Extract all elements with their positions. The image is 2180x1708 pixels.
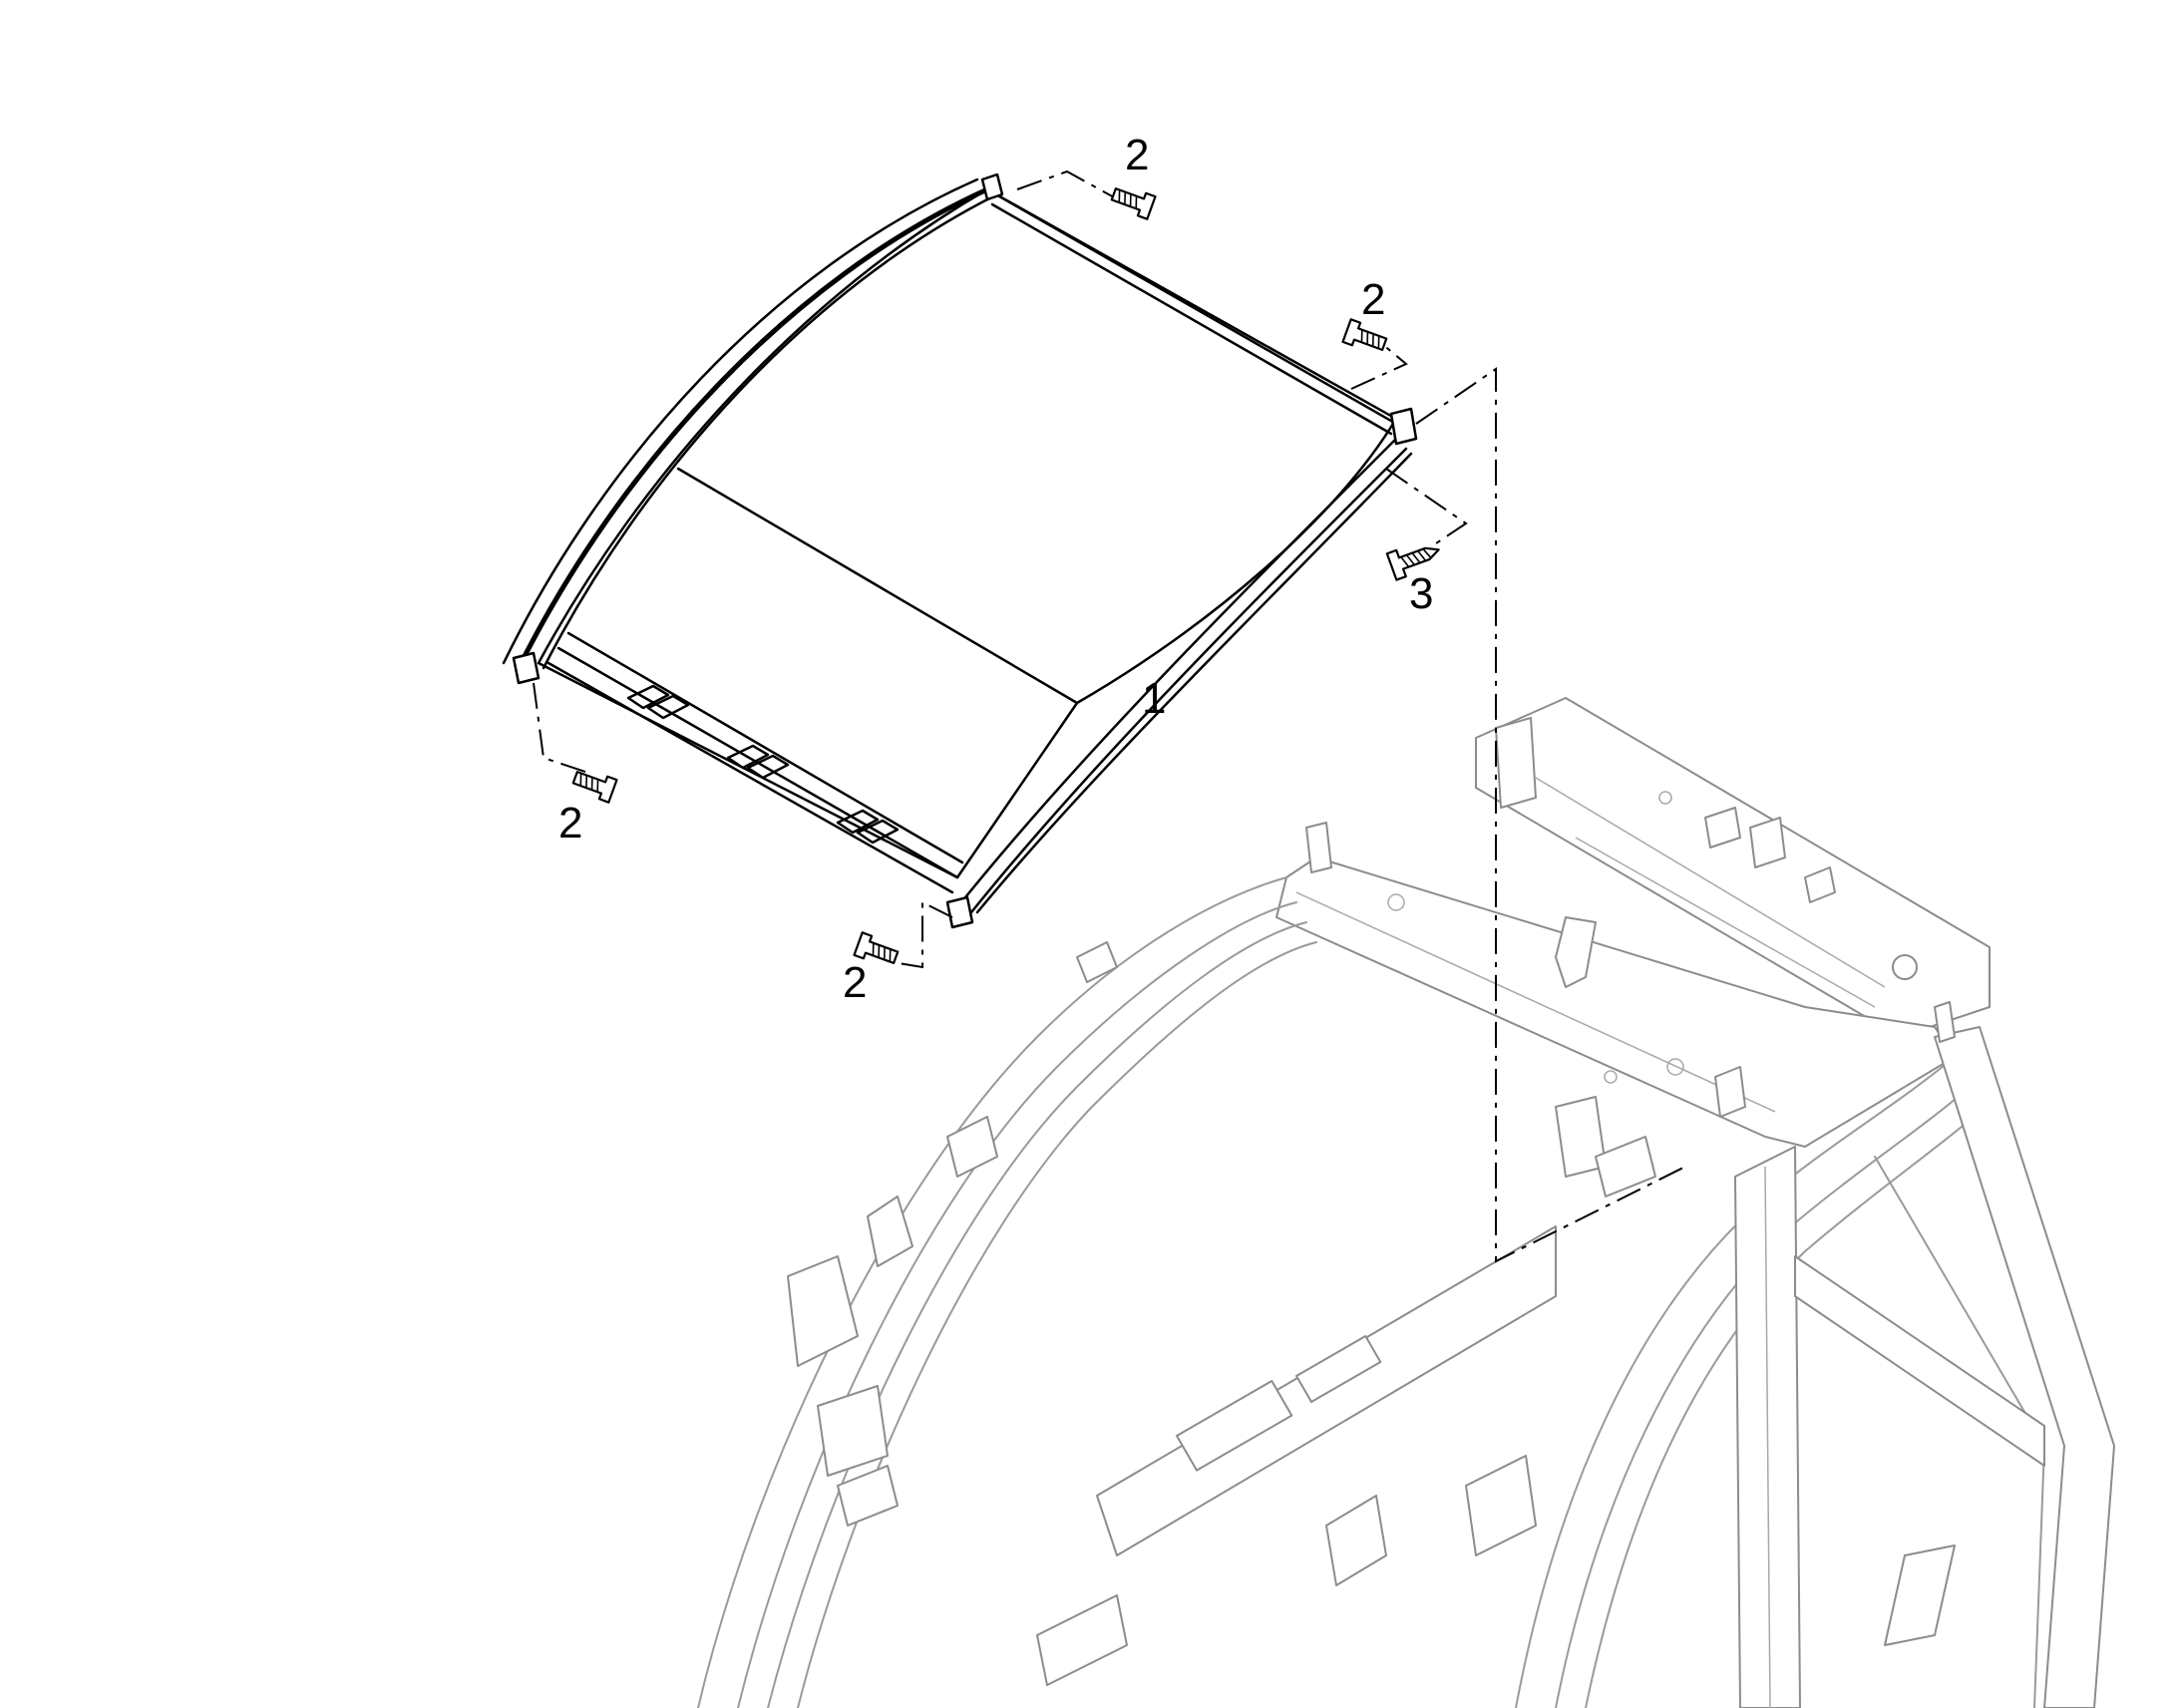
line-top-screw: [1016, 170, 1128, 205]
screw-icon: [571, 771, 618, 804]
callout-screw-bottom: 2: [843, 958, 867, 1007]
cab-frame: [697, 697, 2115, 1708]
line-left-screw: [533, 682, 589, 774]
callout-screw-top: 2: [1125, 131, 1149, 179]
roof-panel-assembly: [502, 172, 1418, 929]
screw-icon: [1110, 187, 1157, 220]
roof-mid-seam: [676, 467, 1079, 705]
screw-icon: [853, 931, 900, 964]
line-main-vertical: [1415, 367, 1686, 1263]
roof-rear-bow: [955, 437, 1398, 909]
roof-top-edge: [985, 187, 1398, 426]
roof-front-bow: [516, 186, 990, 671]
screw-top: [1110, 187, 1157, 220]
assembly-lines: [533, 170, 1686, 1263]
line-3-screw: [1385, 468, 1468, 544]
callout-screw-left: 2: [558, 799, 582, 848]
cab-right-arch: [1515, 1056, 1956, 1708]
screw-left: [571, 771, 618, 804]
screw-icon: [1341, 318, 1388, 351]
line-right-screw: [1350, 338, 1408, 390]
cab-rear-panel: [1475, 697, 1991, 1038]
screw-3: [1385, 546, 1440, 581]
line-bottom-screw: [892, 900, 953, 969]
cab-rear-right-pillar: [1934, 1026, 2115, 1708]
callout-screw-right: 2: [1361, 275, 1385, 324]
roof-front-channel: [566, 631, 964, 864]
callout-roof-panel: 1: [1142, 674, 1166, 723]
cab-left-arch: [697, 876, 1287, 1708]
screw-right: [1341, 318, 1388, 351]
cab-lower-crossbeam: [1794, 1255, 2045, 1467]
screw-bottom: [853, 931, 900, 964]
roof-panel-sheet: [537, 187, 1398, 879]
callout-self-tapping-screw: 3: [1409, 569, 1433, 618]
